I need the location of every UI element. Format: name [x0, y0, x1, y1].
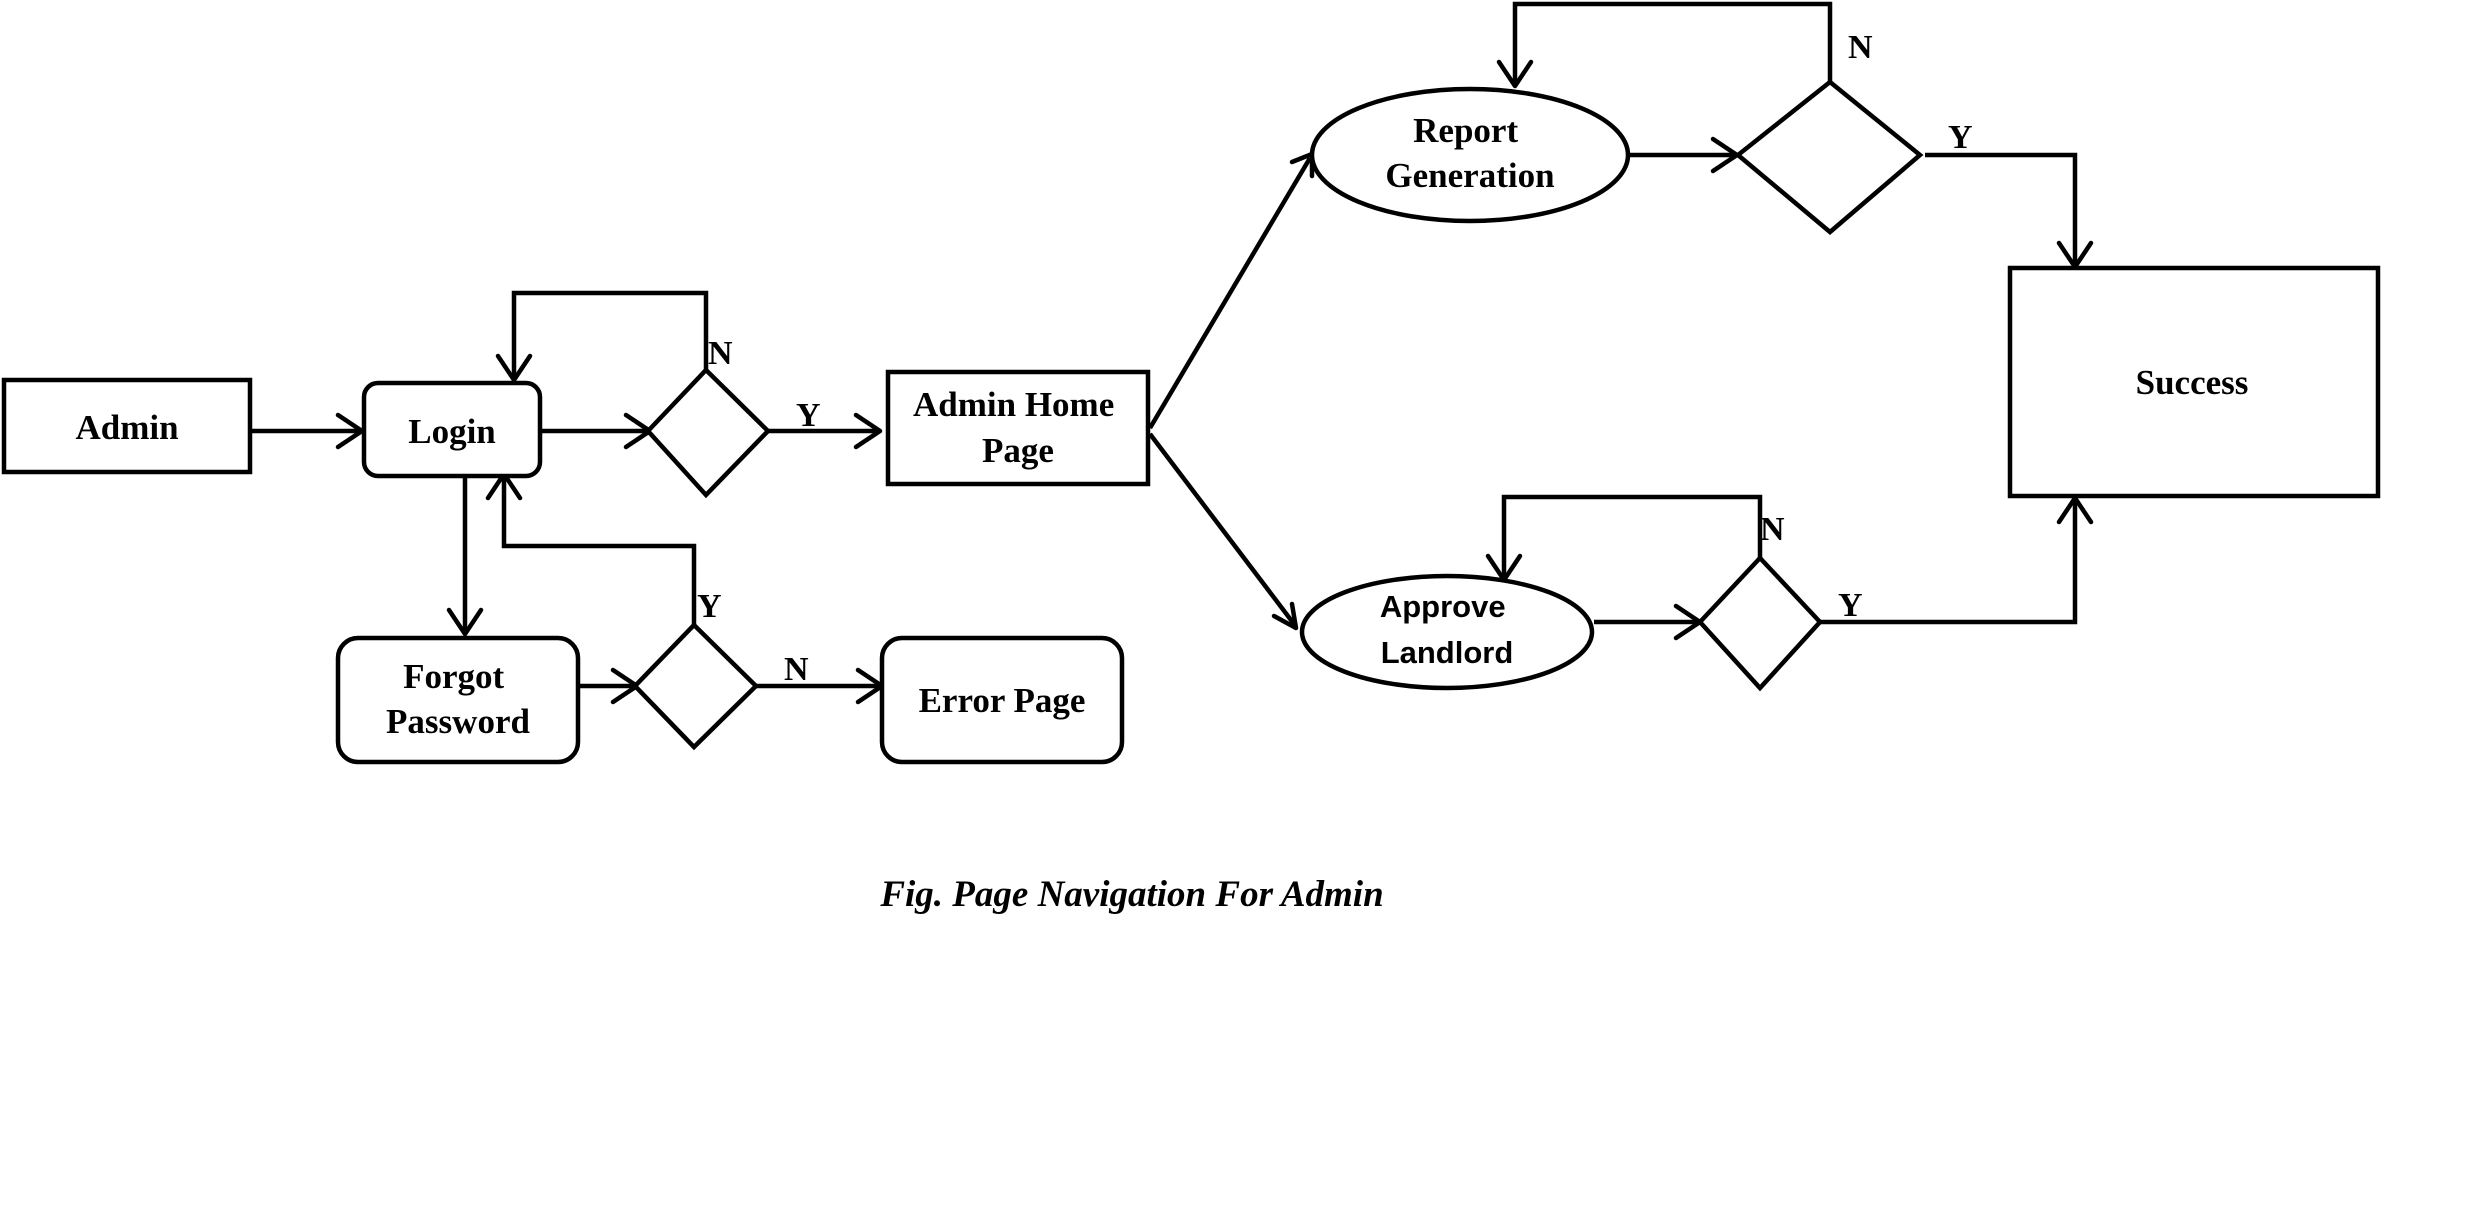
report-decision-diamond	[1734, 79, 1924, 235]
admin-box	[1, 377, 253, 475]
admin-home-box	[885, 369, 1151, 487]
forgot-password-label: Forgot Password	[386, 657, 530, 741]
report-generation-ellipse	[1309, 86, 1631, 224]
forgot-password-label-line1: Forgot	[403, 657, 504, 696]
edge-approve-retry-loop	[1501, 494, 1763, 578]
arrowhead-icon	[1496, 59, 1534, 89]
arrowhead-icon	[1271, 601, 1299, 631]
login-yes-label: Y	[796, 397, 821, 434]
approve-landlord-label-line1: Approve	[1380, 589, 1506, 624]
arrowhead-icon	[446, 607, 484, 637]
approve-landlord-ellipse	[1299, 573, 1595, 691]
report-yes-label: Y	[1948, 119, 1973, 156]
forgot-yes-label: Y	[697, 588, 722, 625]
admin-home-label-line2: Page	[982, 431, 1054, 470]
edge-adminhome-report	[1148, 156, 1312, 430]
success-box	[2007, 265, 2381, 499]
forgot-password-box	[335, 635, 581, 765]
arrowhead-icon	[495, 353, 533, 383]
edge-approve-success	[1820, 500, 2078, 625]
login-label: Login	[408, 412, 496, 451]
admin-home-label-line1: Admin Home	[913, 385, 1114, 424]
approve-landlord-label: Approve Landlord	[1380, 589, 1514, 670]
approve-no-label: N	[1760, 511, 1785, 548]
login-box	[361, 380, 543, 479]
success-label: Success	[2136, 363, 2249, 402]
edge-report-retry-loop	[1512, 1, 1833, 84]
login-no-label: N	[708, 335, 733, 372]
report-generation-label: Report Generation	[1385, 111, 1554, 195]
forgot-no-label: N	[784, 651, 809, 688]
forgot-decision-diamond	[631, 621, 760, 751]
arrowhead-icon	[853, 412, 883, 450]
approve-decision-diamond	[1696, 554, 1824, 692]
figure-caption: Fig. Page Navigation For Admin	[879, 874, 1383, 915]
edge-adminhome-approve	[1148, 432, 1296, 626]
approve-landlord-label-line2: Landlord	[1381, 635, 1514, 670]
admin-label: Admin	[75, 408, 178, 447]
edge-login-retry-loop	[511, 290, 709, 378]
error-page-label: Error Page	[919, 681, 1086, 720]
report-generation-label-line2: Generation	[1385, 156, 1554, 195]
report-generation-label-line1: Report	[1413, 111, 1518, 150]
admin-home-label: Admin Home Page	[913, 385, 1123, 470]
edge-forgot-back-login	[501, 476, 697, 625]
login-decision-diamond	[644, 366, 772, 499]
edge-report-success	[1925, 152, 2078, 265]
approve-yes-label: Y	[1838, 587, 1863, 624]
forgot-password-label-line2: Password	[386, 702, 530, 741]
error-page-box	[879, 635, 1125, 765]
report-no-label: N	[1848, 29, 1873, 66]
